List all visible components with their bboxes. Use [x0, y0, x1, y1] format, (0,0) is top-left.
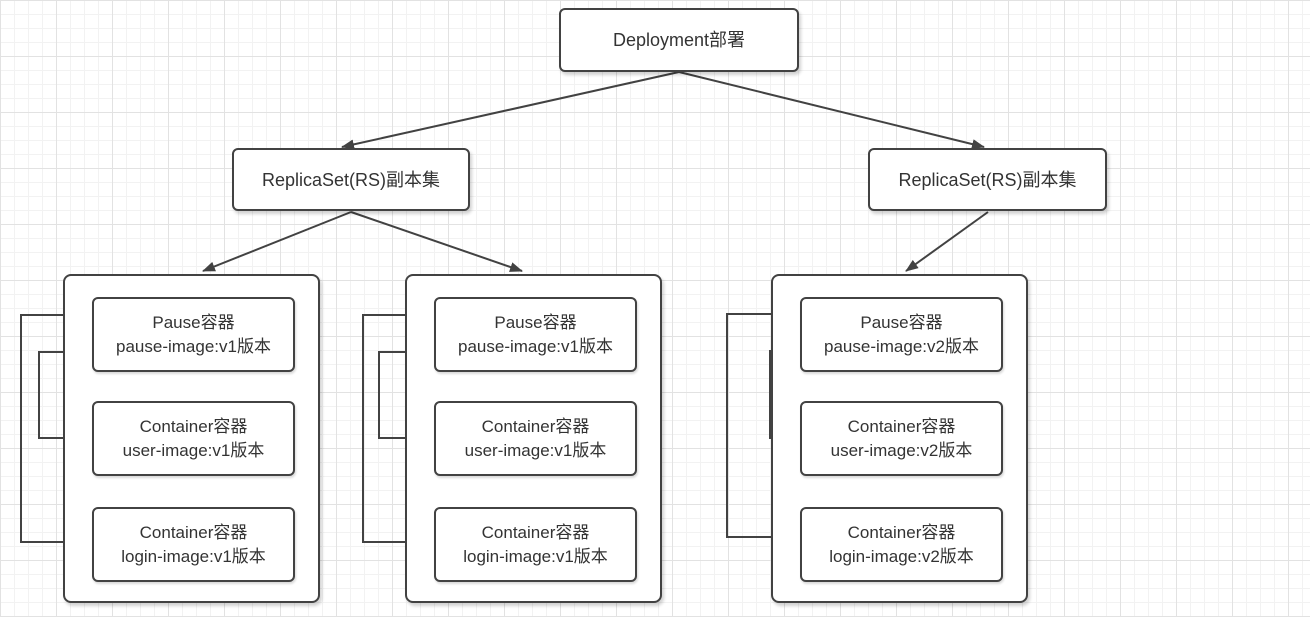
pod3-user-container: Container容器 user-image:v2版本	[800, 401, 1003, 476]
container-image: login-image:v2版本	[829, 546, 974, 566]
container-title: Container容器	[139, 522, 248, 542]
container-title: Pause容器	[860, 312, 943, 332]
container-title: Container容器	[139, 416, 248, 436]
pod1-pause-container: Pause容器 pause-image:v1版本	[92, 297, 295, 372]
container-title: Container容器	[847, 416, 956, 436]
container-title: Pause容器	[152, 312, 235, 332]
edge-rs2-to-pod3	[905, 211, 989, 272]
container-image: user-image:v2版本	[830, 440, 973, 460]
replicaset-node-2: ReplicaSet(RS)副本集	[868, 148, 1107, 211]
edge-deployment-to-rs2	[678, 71, 985, 149]
edge-deployment-to-rs1	[341, 71, 680, 150]
container-title: Container容器	[481, 522, 590, 542]
container-image: login-image:v1版本	[463, 546, 608, 566]
pod1-user-container: Container容器 user-image:v1版本	[92, 401, 295, 476]
replicaset-node-1: ReplicaSet(RS)副本集	[232, 148, 470, 211]
pod-node-2: Pause容器 pause-image:v1版本 Container容器 use…	[405, 274, 662, 603]
pod3-login-container: Container容器 login-image:v2版本	[800, 507, 1003, 582]
container-image: login-image:v1版本	[121, 546, 266, 566]
edge-rs1-to-pod2	[350, 211, 523, 272]
pod-node-3: Pause容器 pause-image:v2版本 Container容器 use…	[771, 274, 1028, 603]
replicaset-1-label: ReplicaSet(RS)副本集	[261, 169, 441, 190]
edge-rs1-to-pod1	[202, 211, 352, 272]
container-image: pause-image:v2版本	[824, 336, 979, 356]
pod1-login-container: Container容器 login-image:v1版本	[92, 507, 295, 582]
replicaset-2-label: ReplicaSet(RS)副本集	[898, 169, 1077, 190]
container-image: user-image:v1版本	[464, 440, 607, 460]
pod2-login-container: Container容器 login-image:v1版本	[434, 507, 637, 582]
container-image: pause-image:v1版本	[458, 336, 613, 356]
container-image: user-image:v1版本	[122, 440, 265, 460]
pod-node-1: Pause容器 pause-image:v1版本 Container容器 use…	[63, 274, 320, 603]
pod2-pause-container: Pause容器 pause-image:v1版本	[434, 297, 637, 372]
pod2-user-container: Container容器 user-image:v1版本	[434, 401, 637, 476]
container-title: Pause容器	[494, 312, 577, 332]
pod3-pause-container: Pause容器 pause-image:v2版本	[800, 297, 1003, 372]
container-image: pause-image:v1版本	[116, 336, 271, 356]
deployment-label: Deployment部署	[612, 30, 746, 50]
deployment-node: Deployment部署	[559, 8, 799, 72]
container-title: Container容器	[847, 522, 956, 542]
container-title: Container容器	[481, 416, 590, 436]
